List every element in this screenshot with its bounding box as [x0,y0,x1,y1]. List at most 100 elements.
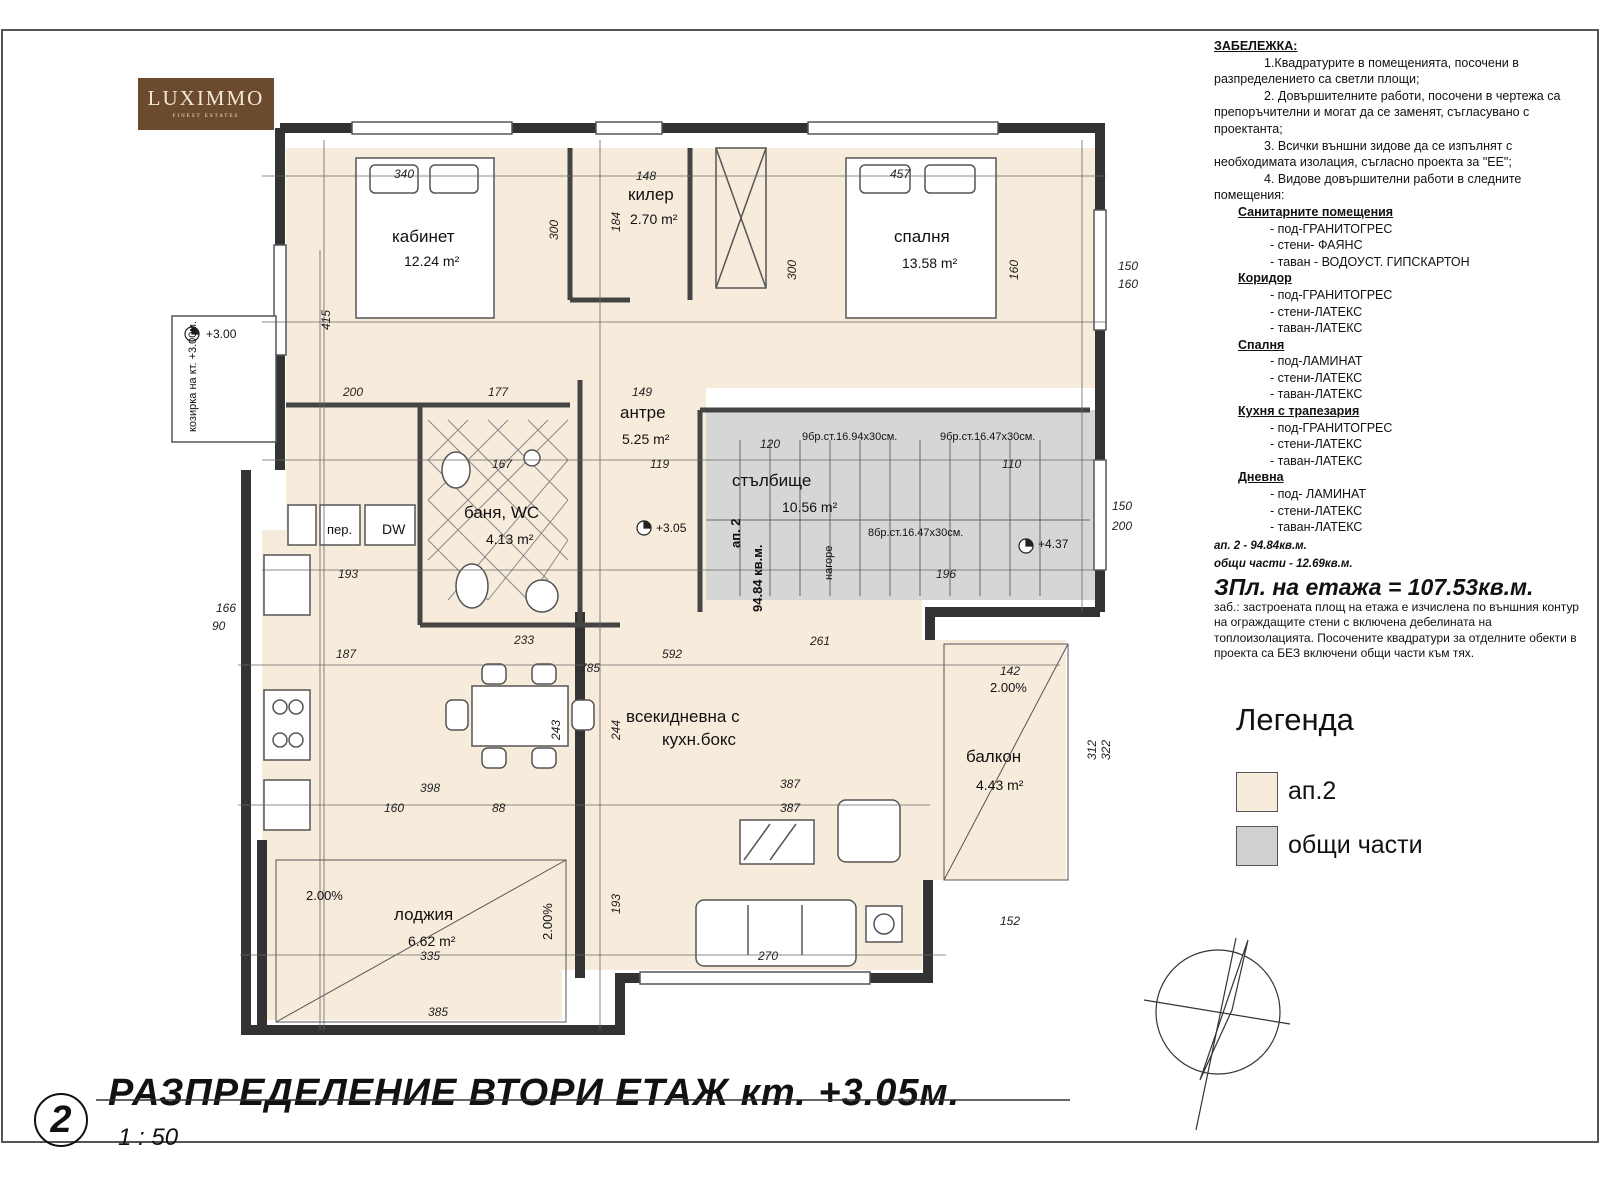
finish-line: - таван-ЛАТЕКС [1270,321,1363,336]
room-entry-name: антре [620,403,666,422]
finish-line: - под-ГРАНИТОГРЕС [1270,420,1393,435]
finish-line: - под- ЛАМИНАТ [1270,487,1366,502]
room-bedroom-name: спалня [894,227,950,246]
dim-text: 160 [384,801,404,815]
ap-area-vertical: 94.84 кв.м. [750,545,765,612]
room-living-name-1: всекидневна с [626,707,740,726]
dim-text: 592 [662,647,682,661]
bed-bedroom [845,157,997,319]
ap-tag: ап. 2 [728,518,743,548]
note-item: 3. Всички външни зидове да се изпълнят с… [1214,138,1513,170]
dim-text: 457 [890,167,911,181]
windows [273,121,1107,985]
slope-label: 2.00% [540,903,555,940]
stair-note: 9бр.ст.16.47х30см. [940,431,1035,443]
level-marker-icon [184,326,1034,554]
drawing-title: РАЗПРЕДЕЛЕНИЕ ВТОРИ ЕТАЖ кт. +3.05м. [108,1072,961,1114]
room-bath-area: 4.13 m² [486,531,534,547]
room-loggia-area: 6.62 m² [408,933,456,949]
dim-text: 398 [420,781,440,795]
notes-title: ЗАБЕЛЕЖКА: [1214,39,1298,53]
room-living-name-2: кухн.бокс [662,730,737,749]
note-item: 2. Довършителните работи, посочени в чер… [1214,88,1561,136]
slope-label: 2.00% [990,680,1027,695]
dim-text: 196 [936,567,956,581]
balcony-slope [943,643,1069,881]
room-labels: кабинет 12.24 m² килер 2.70 m² спалня 13… [392,185,1024,949]
dim-text: 88 [492,801,506,815]
room-balcony-name: балкон [966,747,1021,766]
area-footnote: заб.: застроената площ на етажа е изчисл… [1214,599,1579,661]
note-item: 1.Квадратурите в помещенията, посочени в… [1214,55,1519,87]
finish-line: - стени-ЛАТЕКС [1270,304,1363,319]
legend-label: ап.2 [1288,777,1337,805]
interior-walls [286,148,1090,628]
dim-text: 167 [492,457,513,471]
room-loggia-name: лоджия [394,905,453,924]
finish-category: Санитарните помещения [1238,204,1394,219]
area-apartment: ап. 2 - 94.84кв.м. [1214,539,1307,552]
room-balcony-area: 4.43 m² [976,777,1024,793]
level-label: +4.37 [1038,537,1069,551]
legend-title: Легенда [1236,702,1354,737]
dim-text: 385 [428,1005,448,1019]
bed-office [355,157,495,319]
dim-text: 187 [336,647,357,661]
dim-text: 261 [809,634,830,648]
dim-text: 415 [319,310,333,330]
dim-text: 110 [1002,457,1021,471]
finish-line: - под-ГРАНИТОГРЕС [1270,287,1393,302]
dim-text: 160 [1118,277,1138,291]
dining-table [445,663,595,769]
room-bedroom-area: 13.58 m² [902,255,958,271]
armchair [837,799,903,943]
dim-text: 193 [338,567,358,581]
drawing-number: 2 [34,1093,88,1147]
dim-text: 312 [1085,740,1099,760]
level-label: +3.00 [206,327,237,341]
finish-line: - стени- ФАЯНС [1270,238,1363,253]
finish-line: - под-ЛАМИНАТ [1270,354,1363,369]
room-entry-area: 5.25 m² [622,431,670,447]
dim-text: 177 [488,385,509,399]
finish-line: - стени-ЛАТЕКС [1270,503,1363,518]
dim-text: 335 [420,949,440,963]
room-stairs-area: 10.56 m² [782,499,838,515]
legend-swatch [1236,826,1278,866]
room-office-area: 12.24 m² [404,253,460,269]
finish-line: - стени-ЛАТЕКС [1270,370,1363,385]
luximmo-logo: LUXIMMO FINEST ESTATES [138,78,274,130]
slope-label: 2.00% [306,888,343,903]
dim-text: 150 [1118,259,1138,273]
logo-tagline: FINEST ESTATES [172,114,240,119]
notes-panel: ЗАБЕЛЕЖКА: 1.Квадратурите в помещенията,… [1214,38,1594,662]
dim-text: 387 [780,801,801,815]
dim-text: 322 [1099,740,1113,760]
dim-text: 340 [394,167,414,181]
stair-note: 8бр.ст.16.47х30см. [868,527,963,539]
room-closet-area: 2.70 m² [630,211,678,227]
dim-text: 90 [212,619,226,633]
finish-line: - таван-ЛАТЕКС [1270,520,1363,535]
level-label: +3.05 [656,521,687,535]
dimension-texts-vertical: 184 300 300 160 415 312 322 244 243 193 [319,212,1113,914]
room-closet-name: килер [628,185,674,204]
finish-line: - таван-ЛАТЕКС [1270,387,1363,402]
legend-item-apartment: ап.2 [1236,772,1536,812]
stair-up-label: нагоре [823,546,835,580]
finish-line: - таван-ЛАТЕКС [1270,453,1363,468]
dim-text: 785 [580,661,600,675]
toilet-fixtures [441,449,559,613]
dim-text: 243 [549,720,563,741]
sofa [695,899,857,967]
plan-annotations: +3.00 +3.05 +4.37 9бр.ст.16.94х30см. 9бр… [187,321,1069,940]
dim-text: 120 [760,437,780,451]
dim-text: 244 [609,720,623,741]
finish-category: Коридор [1238,271,1292,286]
dimension-texts: 340 148 457 200 177 149 120 119 167 193 … [212,167,1138,1019]
dimension-lines [238,140,1106,1030]
canopy-label: козирка на кт. +3.00м. [187,321,199,432]
legend-swatch [1236,772,1278,812]
